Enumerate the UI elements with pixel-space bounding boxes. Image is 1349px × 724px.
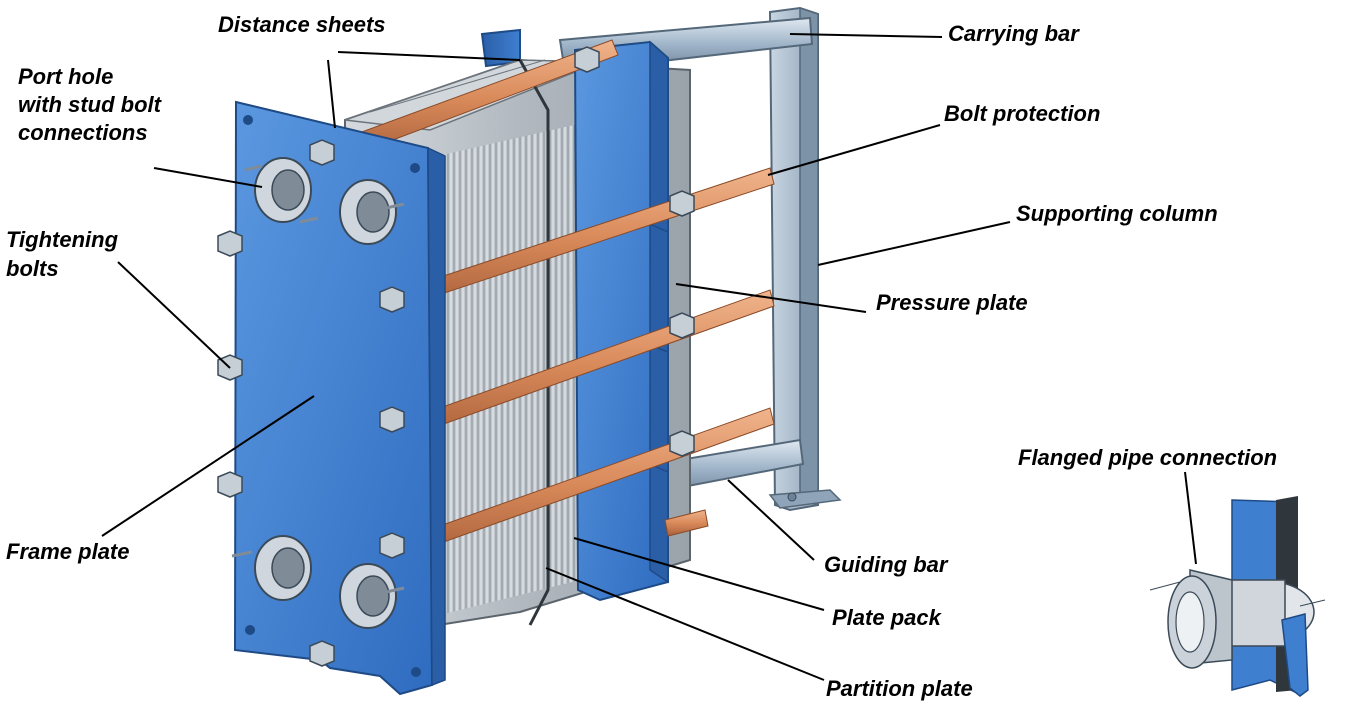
port-hole-top-right: [339, 179, 405, 245]
port-hole-bottom-left: [231, 535, 312, 601]
pressure-plate: [573, 40, 669, 602]
port-hole-bottom-right: [339, 563, 405, 629]
label-supporting-column: Supporting column: [1016, 201, 1218, 226]
label-tightening-bolts-2: bolts: [6, 256, 59, 281]
label-carrying-bar: Carrying bar: [948, 21, 1080, 46]
label-distance-sheets: Distance sheets: [218, 12, 386, 37]
label-flanged-pipe-connection: Flanged pipe connection: [1018, 445, 1277, 470]
leader-lines: [101, 33, 1197, 681]
label-pressure-plate: Pressure plate: [876, 290, 1028, 315]
flanged-pipe-connection: [1149, 496, 1326, 697]
supporting-column: [768, 6, 842, 512]
label-partition-plate: Partition plate: [826, 676, 973, 701]
label-tightening-bolts-1: Tightening: [6, 227, 119, 252]
label-port-hole-2: with stud bolt: [18, 92, 163, 117]
labels: Distance sheets Port hole with stud bolt…: [6, 12, 1277, 701]
label-port-hole-1: Port hole: [18, 64, 113, 89]
label-plate-pack: Plate pack: [832, 605, 943, 630]
label-guiding-bar: Guiding bar: [824, 552, 949, 577]
label-frame-plate: Frame plate: [6, 539, 130, 564]
label-port-hole-3: connections: [18, 120, 148, 145]
label-bolt-protection: Bolt protection: [944, 101, 1100, 126]
port-holes: [231, 157, 405, 629]
port-hole-top-left: [244, 157, 319, 224]
